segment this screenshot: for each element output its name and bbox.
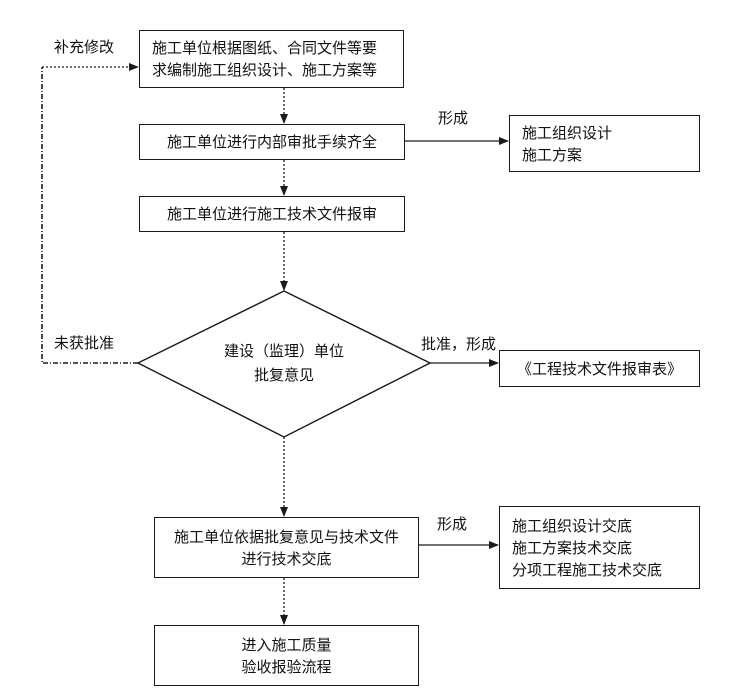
output-briefing-list: 施工组织设计交底 施工方案技术交底 分项工程施工技术交底 <box>499 506 700 589</box>
output-review-form-text: 《工程技术文件报审表》 <box>516 359 682 378</box>
step-submit-for-review-text: 施工单位进行施工技术文件报审 <box>166 205 377 223</box>
output-briefing-list-line3: 分项工程施工技术交底 <box>512 560 663 579</box>
decision-text-line2: 批复意见 <box>253 366 314 384</box>
output-construction-plans-line2: 施工方案 <box>522 145 583 164</box>
step-compile-plans-line2: 求编制施工组织设计、施工方案等 <box>152 61 378 79</box>
step-quality-inspection-line2: 验收报验流程 <box>241 657 332 676</box>
step-technical-briefing-line2: 进行技术交底 <box>241 549 332 568</box>
label-formed-1: 形成 <box>438 109 469 127</box>
label-formed-2: 形成 <box>437 515 468 533</box>
step-technical-briefing: 施工单位依据批复意见与技术文件 进行技术交底 <box>154 517 419 578</box>
label-not-approved: 未获批准 <box>54 334 115 352</box>
step-quality-inspection-line1: 进入施工质量 <box>241 635 332 654</box>
label-approved-formed: 批准，形成 <box>421 335 497 353</box>
step-quality-inspection: 进入施工质量 验收报验流程 <box>154 625 419 686</box>
output-briefing-list-line2: 施工方案技术交底 <box>512 538 633 557</box>
step-compile-plans-line1: 施工单位根据图纸、合同文件等要 <box>152 39 378 57</box>
output-briefing-list-line1: 施工组织设计交底 <box>512 516 633 535</box>
step-submit-for-review: 施工单位进行施工技术文件报审 <box>139 196 405 232</box>
decision-text: 建设（监理）单位 批复意见 <box>214 339 354 387</box>
label-supplement: 补充修改 <box>54 38 115 56</box>
step-technical-briefing-line1: 施工单位依据批复意见与技术文件 <box>173 527 399 546</box>
output-review-form: 《工程技术文件报审表》 <box>499 350 700 387</box>
step-internal-approval: 施工单位进行内部审批手续齐全 <box>139 124 405 160</box>
output-construction-plans: 施工组织设计 施工方案 <box>509 115 700 172</box>
decision-text-line1: 建设（监理）单位 <box>223 342 344 360</box>
decision-diamond <box>136 290 432 438</box>
feedback-loop-line <box>41 67 138 364</box>
step-compile-plans: 施工单位根据图纸、合同文件等要 求编制施工组织设计、施工方案等 <box>139 30 404 88</box>
output-construction-plans-line1: 施工组织设计 <box>522 123 613 142</box>
step-internal-approval-text: 施工单位进行内部审批手续齐全 <box>166 133 377 151</box>
